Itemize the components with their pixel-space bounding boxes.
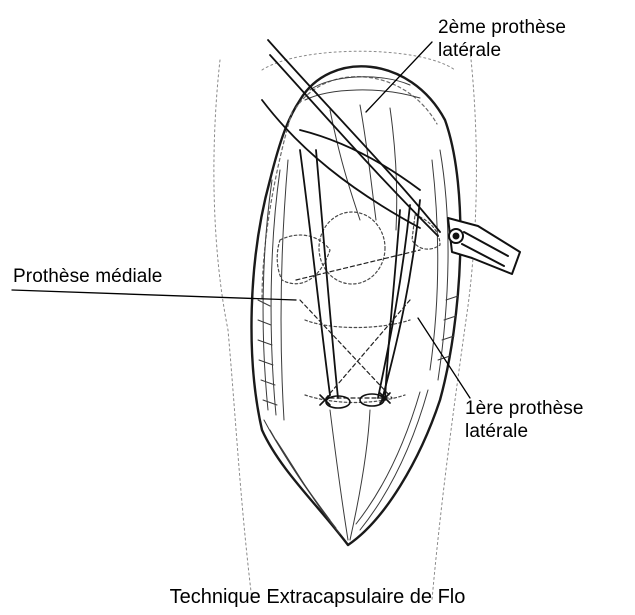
label-first-lateral-prosthesis: 1ère prothèse latérale xyxy=(465,397,584,443)
label-first-lateral-line1: 1ère prothèse xyxy=(465,397,584,420)
label-second-lateral-line2: latérale xyxy=(438,39,566,62)
figure-caption: Technique Extracapsulaire de Flo xyxy=(0,585,635,609)
label-second-lateral-line1: 2ème prothèse xyxy=(438,16,566,39)
incision-outline xyxy=(252,66,461,545)
label-first-lateral-line2: latérale xyxy=(465,420,584,443)
label-medial-prosthesis: Prothèse médiale xyxy=(13,265,162,288)
label-second-lateral-prosthesis: 2ème prothèse latérale xyxy=(438,16,566,62)
